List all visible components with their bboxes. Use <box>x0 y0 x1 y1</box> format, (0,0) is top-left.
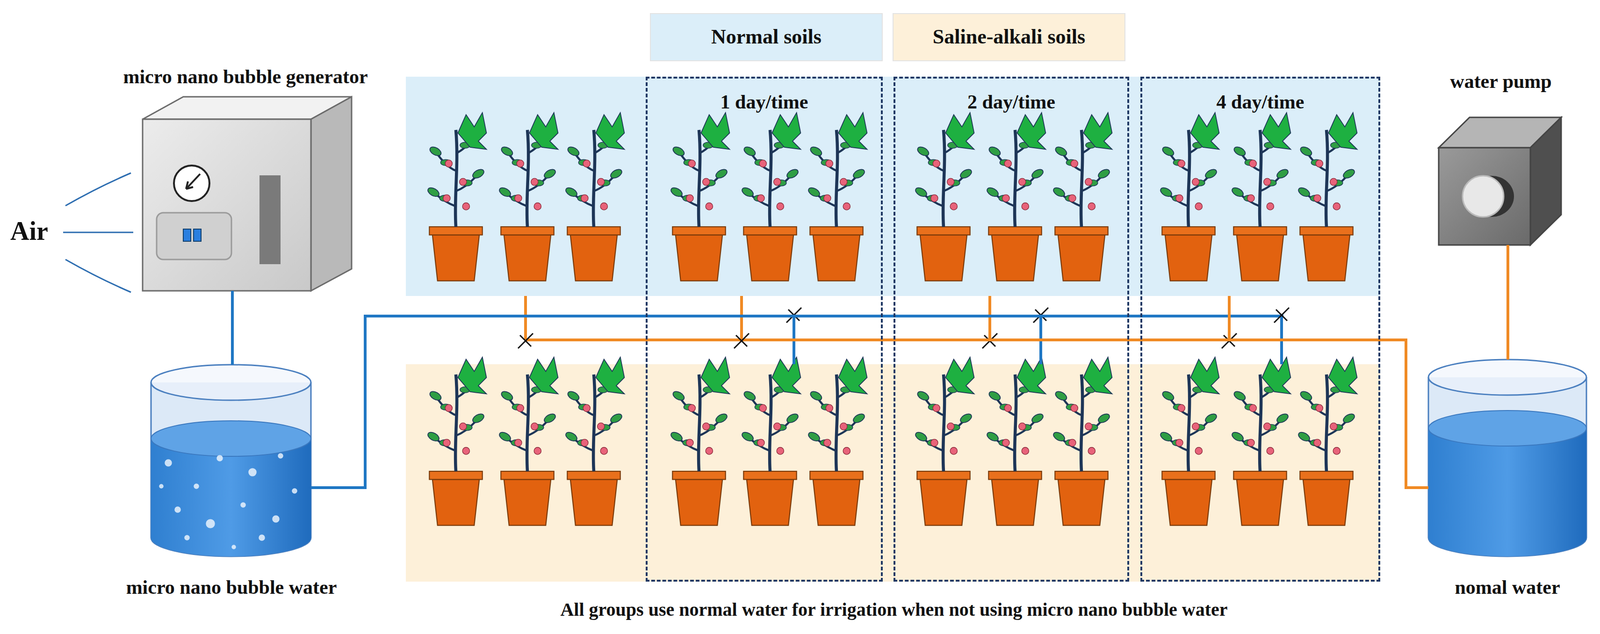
legend-label: Normal soils <box>711 25 822 50</box>
bubble <box>248 468 257 476</box>
bubble-generator <box>142 96 352 291</box>
bubble <box>278 453 283 459</box>
treatment-group: 4 day/time <box>1140 76 1381 582</box>
tomato-plant <box>914 112 975 282</box>
bubble <box>240 502 246 508</box>
air-label: Air <box>10 216 49 246</box>
tank-unit: micro nano bubble water <box>100 364 363 599</box>
node-label: micro nano bubble generator <box>122 65 368 88</box>
tomato-plant <box>669 357 730 526</box>
node-label: 4 day/time <box>1216 90 1305 114</box>
bubble <box>231 545 236 549</box>
tomato-plant <box>669 112 730 282</box>
water-pipe <box>362 316 894 488</box>
air-lines <box>63 172 134 293</box>
tomato-plant <box>564 357 625 526</box>
bubble <box>174 506 181 513</box>
valve-mark <box>734 333 750 349</box>
water-pipe <box>1129 339 1429 488</box>
bubble <box>216 455 223 462</box>
valve-mark <box>518 333 534 349</box>
tomato-plant <box>1297 357 1358 526</box>
tomato-plant <box>1230 112 1291 282</box>
water-pump <box>1438 117 1562 246</box>
water-pipe <box>1506 245 1510 360</box>
tomato-plant <box>985 357 1046 526</box>
tank-unit: nomal water <box>1428 359 1587 599</box>
tomato-plant <box>1159 112 1220 282</box>
saline-soil-panel <box>405 364 1381 582</box>
tomato-plant <box>985 112 1046 282</box>
tomato-plant <box>1052 357 1113 526</box>
water-pipe <box>882 339 1429 488</box>
valve-marks <box>518 307 1290 349</box>
legend-swatch: Saline-alkali soils <box>892 13 1126 62</box>
node-label: nomal water <box>1454 576 1560 599</box>
tomato-plant <box>1052 112 1113 282</box>
bubble <box>272 515 280 523</box>
tomato-plant <box>497 112 559 282</box>
bubble-water-tank <box>151 364 311 557</box>
node-label: water pump <box>1449 70 1552 93</box>
normal-water-tank <box>1428 359 1587 557</box>
tomato-plant <box>1297 112 1358 282</box>
plant-rows <box>426 112 1358 526</box>
tomato-plant <box>1230 357 1291 526</box>
node-label: 2 day/time <box>967 90 1056 114</box>
node-label: micro nano bubble water <box>126 576 338 599</box>
caption: All groups use normal water for irrigati… <box>379 598 1409 621</box>
legend-swatch: Normal soils <box>649 13 883 62</box>
tomato-plant <box>497 357 559 526</box>
water-pipe <box>1380 339 1429 488</box>
bubble <box>194 483 199 489</box>
tomato-plant <box>564 112 625 282</box>
generator-unit: micro nano bubble generator <box>88 65 403 291</box>
normal-soil-panel <box>405 76 1381 296</box>
water-pipe <box>362 316 1141 488</box>
tomato-plant <box>740 112 801 282</box>
bubble <box>159 484 164 489</box>
treatment-group: 1 day/time <box>645 76 883 582</box>
tomato-plant <box>1159 357 1220 526</box>
bubble <box>206 519 215 528</box>
tomato-plant <box>740 357 801 526</box>
bubble <box>259 534 265 541</box>
bubble <box>165 459 172 467</box>
tomato-plant <box>426 112 487 282</box>
pump-unit: water pump <box>1421 70 1581 246</box>
bubble <box>292 488 297 494</box>
water-pipe <box>362 316 646 488</box>
valve-mark <box>1274 307 1290 323</box>
bubbles <box>159 453 297 549</box>
treatment-group: 2 day/time <box>893 76 1130 582</box>
node-label: 1 day/time <box>720 90 809 114</box>
tomato-plant <box>426 357 487 526</box>
bubble <box>184 535 190 541</box>
tomato-plant <box>914 357 975 526</box>
legend-label: Saline-alkali soils <box>932 25 1086 50</box>
tomato-plant <box>807 112 868 282</box>
pipe-network <box>310 295 1406 488</box>
water-pipe <box>230 290 234 365</box>
tomato-plant <box>807 357 868 526</box>
